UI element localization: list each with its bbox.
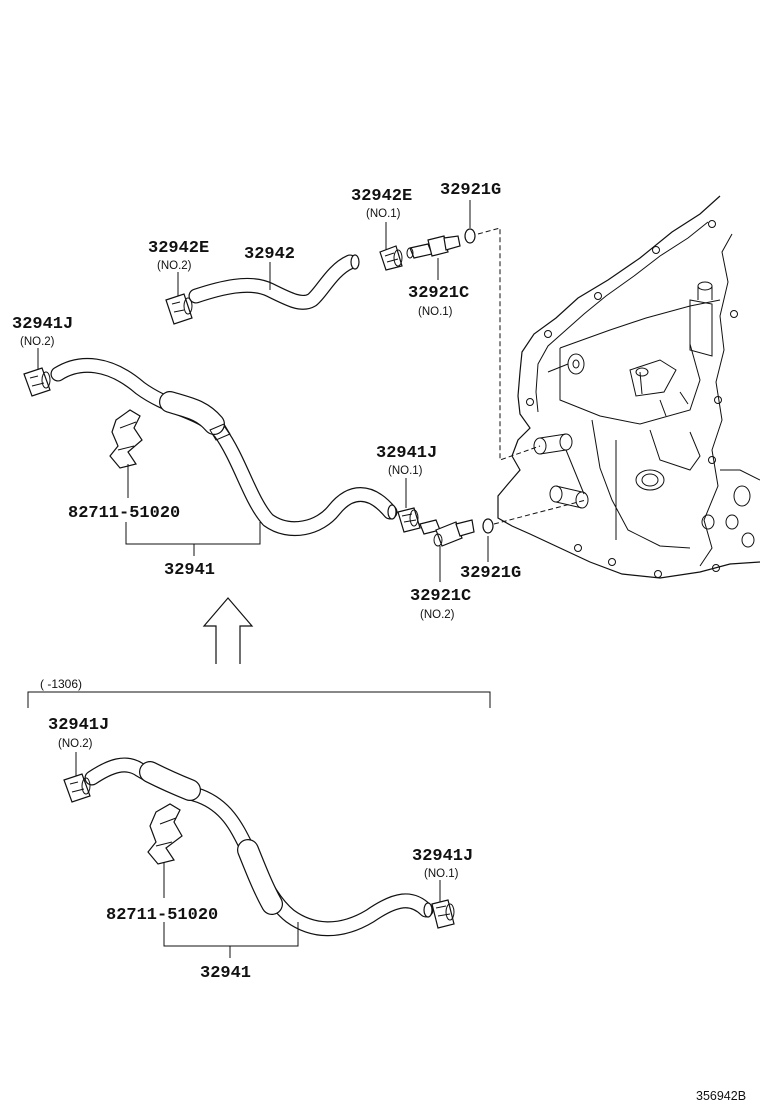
oring-32921G-top bbox=[464, 228, 476, 244]
label-32942E-no2: 32942E bbox=[148, 239, 209, 258]
label-32941J-no1-lower: 32941J bbox=[412, 847, 473, 866]
hose-32942 bbox=[188, 254, 360, 310]
label-32942E-no1: 32942E bbox=[351, 187, 412, 206]
transmission-case bbox=[497, 195, 760, 579]
union-32921C-no2 bbox=[419, 519, 475, 547]
label-32921G-top: 32921G bbox=[440, 181, 501, 200]
hose-32941-lower bbox=[84, 757, 434, 937]
label-82711-51020-upper: 82711-51020 bbox=[68, 504, 180, 523]
lower-leader-lines bbox=[75, 752, 441, 958]
label-32941J-no2-upper: 32941J bbox=[12, 315, 73, 334]
clip-82711-51020-upper bbox=[109, 409, 143, 469]
label-32942E-no2-sub: (NO.2) bbox=[157, 260, 192, 272]
label-32941-upper: 32941 bbox=[164, 561, 215, 580]
label-32921C-no2: 32921C bbox=[410, 587, 471, 606]
label-32921C-no1-sub: (NO.1) bbox=[418, 306, 453, 318]
label-32941J-no1-upper: 32941J bbox=[376, 444, 437, 463]
hose-32941-upper bbox=[50, 357, 398, 537]
label-32921G-bottom: 32921G bbox=[460, 564, 521, 583]
union-32921C-no1 bbox=[406, 235, 461, 259]
label-32941J-no2-lower: 32941J bbox=[48, 716, 109, 735]
label-32921C-no1: 32921C bbox=[408, 284, 469, 303]
label-range: ( -1306) bbox=[40, 677, 82, 691]
label-82711-51020-lower: 82711-51020 bbox=[106, 906, 218, 925]
clip-82711-51020-lower bbox=[147, 803, 183, 865]
label-32941J-no1-upper-sub: (NO.1) bbox=[388, 465, 423, 477]
clamp-32941J-no2-lower bbox=[63, 773, 91, 803]
label-32942E-no1-sub: (NO.1) bbox=[366, 208, 401, 220]
assembly-guide-top bbox=[477, 227, 541, 461]
label-32942: 32942 bbox=[244, 245, 295, 264]
supersession-arrow bbox=[202, 597, 254, 664]
clamp-32942E-no1 bbox=[379, 245, 403, 271]
label-32941J-no1-lower-sub: (NO.1) bbox=[424, 868, 459, 880]
clamp-32941J-no2-upper bbox=[23, 367, 51, 397]
assembly-guide-bottom bbox=[493, 499, 587, 525]
label-32941J-no2-lower-sub: (NO.2) bbox=[58, 738, 93, 750]
label-32941J-no2-upper-sub: (NO.2) bbox=[20, 336, 55, 348]
drawing-code: 356942B bbox=[696, 1089, 746, 1103]
range-bracket bbox=[27, 691, 491, 708]
clamp-32941J-no1-lower bbox=[431, 899, 455, 929]
label-32921C-no2-sub: (NO.2) bbox=[420, 609, 455, 621]
label-32941-lower: 32941 bbox=[200, 964, 251, 983]
clamp-32941J-no1-upper bbox=[397, 507, 421, 533]
clamp-32942E-no2 bbox=[165, 293, 193, 325]
upper-leader-lines bbox=[37, 200, 489, 582]
oring-32921G-bottom bbox=[482, 518, 494, 534]
